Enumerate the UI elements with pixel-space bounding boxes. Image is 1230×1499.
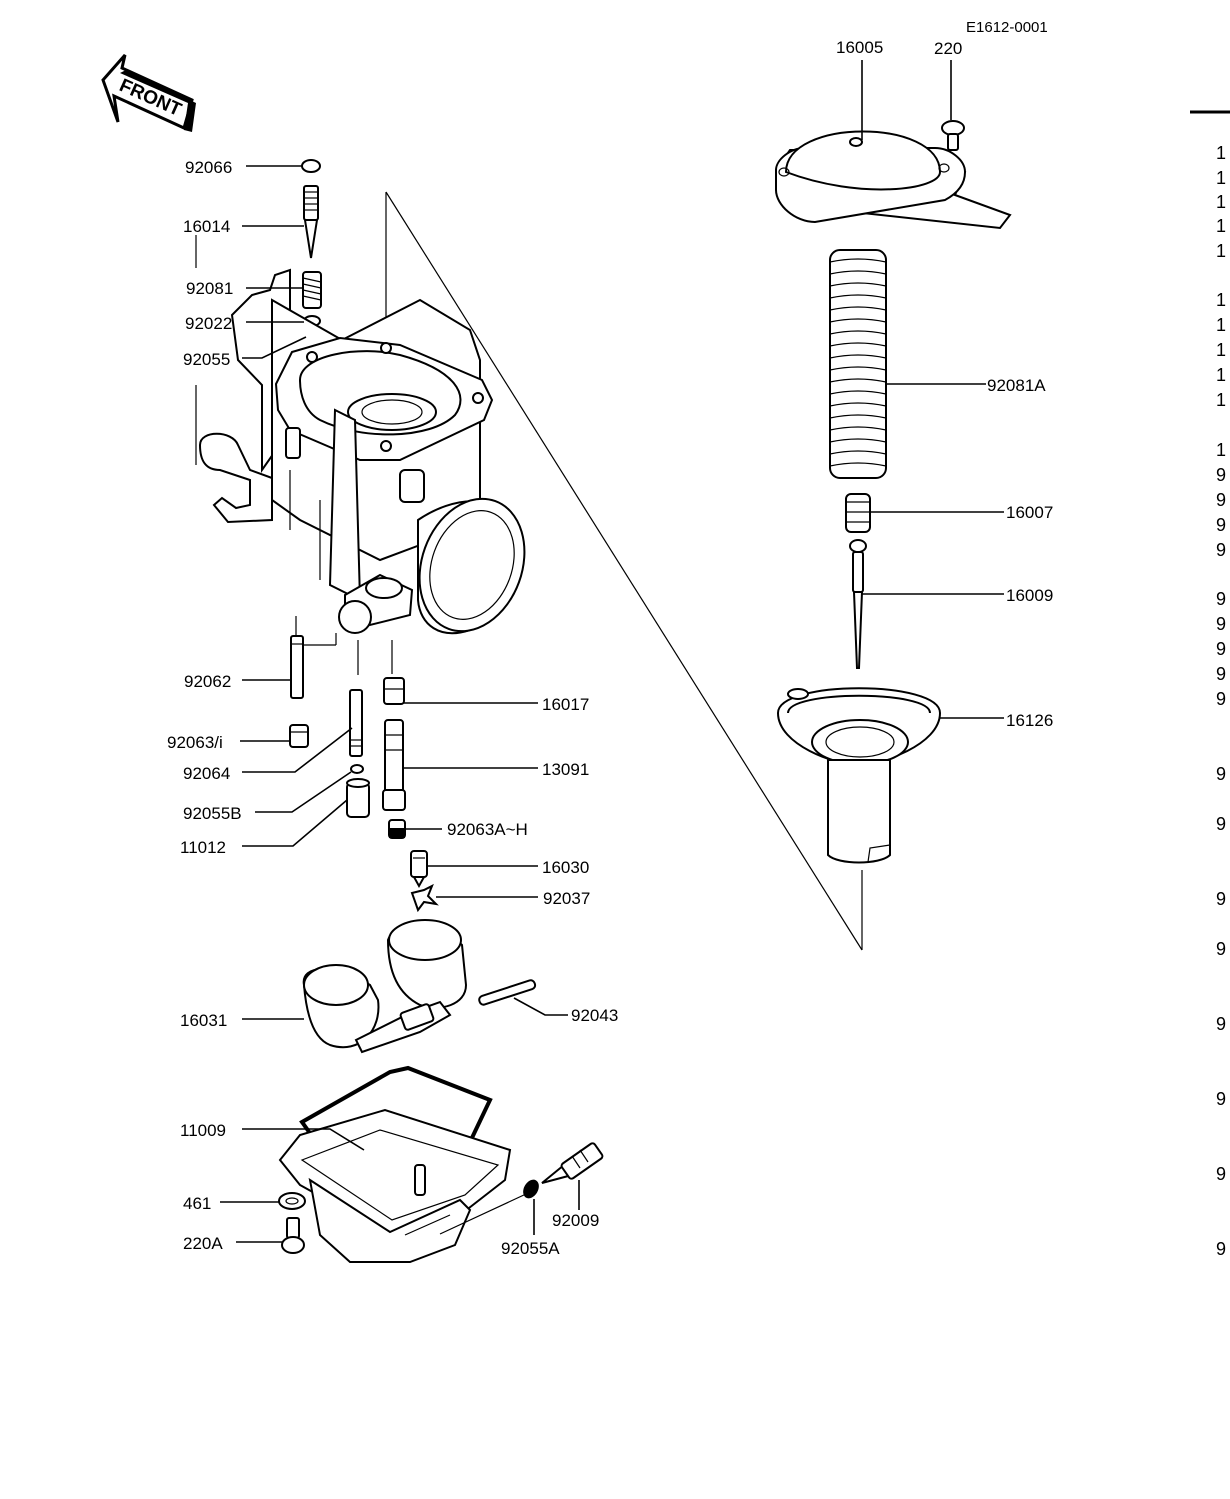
edge-char: 1 (1216, 168, 1226, 188)
edge-char: 1 (1216, 390, 1226, 410)
drain-screw-92009 (541, 1142, 604, 1184)
edge-char: 1 (1216, 440, 1226, 460)
top-cover-16005 (775, 130, 1012, 230)
spring-92081A (829, 249, 887, 479)
leader-lines (220, 60, 1004, 1243)
callout-92063i: 92063/i (167, 733, 223, 752)
needle-holder-16007 (845, 493, 871, 533)
edge-char: 9 (1216, 589, 1226, 609)
clip-92037 (410, 883, 439, 913)
callout-13091: 13091 (542, 760, 589, 779)
callout-92009: 92009 (552, 1211, 599, 1230)
washer-461 (278, 1192, 306, 1210)
edge-char: 9 (1216, 1239, 1226, 1259)
edge-char: 9 (1216, 1089, 1226, 1109)
callout-16031: 16031 (180, 1011, 227, 1030)
o-ring-92055B (350, 764, 364, 774)
callout-92064: 92064 (183, 764, 230, 783)
callout-220: 220 (934, 39, 962, 58)
edge-char: 9 (1216, 490, 1226, 510)
needle-jet-13091 (382, 719, 406, 811)
edge-char: 9 (1216, 664, 1226, 684)
jet-92063i (289, 724, 309, 748)
spring-92081 (302, 271, 322, 309)
pilot-jet-92064 (349, 689, 363, 757)
callout-16017: 16017 (542, 695, 589, 714)
float-valve-16030 (410, 850, 428, 889)
starter-jet-16017 (383, 677, 405, 705)
callout-92081: 92081 (186, 279, 233, 298)
explode-line-diagonal (385, 191, 863, 951)
callout-92081A: 92081A (987, 376, 1046, 395)
callout-92043: 92043 (571, 1006, 618, 1025)
carburetor-body (198, 268, 526, 635)
callout-220A: 220A (183, 1234, 223, 1253)
jet-needle-16009 (849, 539, 867, 669)
edge-char: 1 (1216, 290, 1226, 310)
pin-92043 (478, 979, 537, 1006)
explode-line (439, 1193, 527, 1235)
callout-92063AH: 92063A~H (447, 820, 528, 839)
edge-char: 9 (1216, 515, 1226, 535)
edge-char: 1 (1216, 340, 1226, 360)
callout-16030: 16030 (542, 858, 589, 877)
edge-char: 1 (1216, 241, 1226, 261)
callout-11012: 11012 (180, 838, 226, 857)
callout-92055A: 92055A (501, 1239, 560, 1258)
callout-16005: 16005 (836, 38, 883, 57)
edge-char: 9 (1216, 540, 1226, 560)
edge-char: 9 (1216, 465, 1226, 485)
callout-labels: 92066 16014 92081 92022 92055 92062 9206… (167, 38, 1053, 1258)
callout-16014: 16014 (183, 217, 230, 236)
callout-92062: 92062 (184, 672, 231, 691)
float-bowl (278, 1108, 512, 1263)
edge-char: 9 (1216, 639, 1226, 659)
float-assembly-16031 (302, 919, 468, 1054)
callout-16007: 16007 (1006, 503, 1053, 522)
edge-char: 1 (1216, 315, 1226, 335)
edge-char: 9 (1216, 814, 1226, 834)
screw-220 (941, 120, 965, 151)
callout-11009: 11009 (180, 1121, 226, 1140)
callout-461: 461 (183, 1194, 211, 1213)
screw-220A (281, 1217, 305, 1254)
edge-char: 9 (1216, 614, 1226, 634)
edge-char: 9 (1216, 1014, 1226, 1034)
callout-92066: 92066 (185, 158, 232, 177)
right-edge-list: 1 1 1 1 1 1 1 1 1 1 1 9 9 9 9 9 9 9 9 9 … (1216, 143, 1226, 1259)
edge-char: 9 (1216, 689, 1226, 709)
front-arrow-icon: FRONT (101, 54, 196, 132)
drawing-reference: E1612-0001 (966, 19, 1048, 36)
o-ring-92055A (523, 1179, 539, 1199)
plug-11012 (346, 778, 370, 818)
callout-16009: 16009 (1006, 586, 1053, 605)
edge-char: 9 (1216, 1164, 1226, 1184)
jet-holder-92062 (290, 635, 304, 699)
cap-92066 (301, 159, 321, 173)
callout-92055: 92055 (183, 350, 230, 369)
edge-char: 1 (1216, 192, 1226, 212)
edge-char: 1 (1216, 216, 1226, 236)
main-jet-92063AH (388, 819, 406, 839)
callout-92055B: 92055B (183, 804, 242, 823)
edge-char: 1 (1216, 143, 1226, 163)
callout-16126: 16126 (1006, 711, 1053, 730)
callout-92037: 92037 (543, 889, 590, 908)
edge-char: 9 (1216, 939, 1226, 959)
vacuum-piston-16126 (776, 687, 942, 864)
edge-char: 1 (1216, 365, 1226, 385)
edge-char: 9 (1216, 889, 1226, 909)
callout-92022: 92022 (185, 314, 232, 333)
pilot-screw-16014 (303, 185, 319, 259)
edge-char: 9 (1216, 764, 1226, 784)
